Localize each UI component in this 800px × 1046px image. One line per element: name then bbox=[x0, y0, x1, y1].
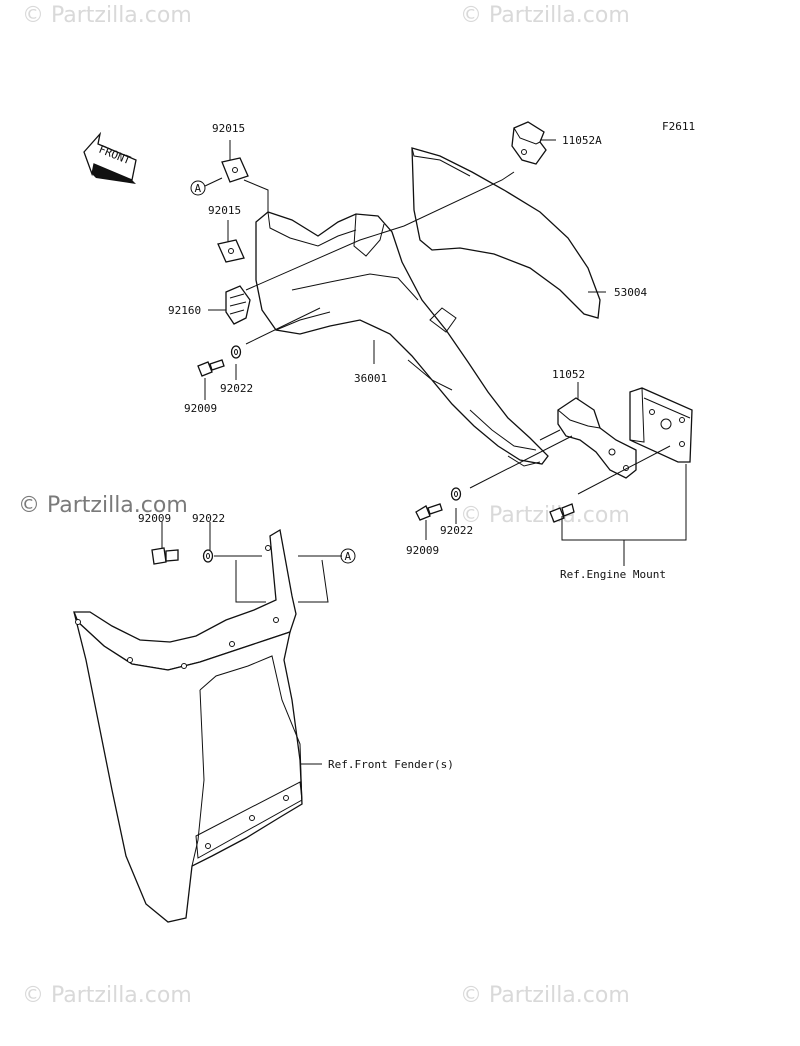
ref-marker-a-lower-label: A bbox=[345, 550, 352, 563]
part-labels: 92015 92015 92160 92022 92009 36001 1105… bbox=[138, 122, 666, 771]
bracket-11052 bbox=[557, 397, 637, 479]
label-92022-lower: 92022 bbox=[192, 512, 225, 525]
bolt-92009-left bbox=[197, 359, 225, 377]
mud-guard-53004 bbox=[411, 147, 601, 319]
ref-marker-a-upper-label: A bbox=[195, 182, 202, 195]
label-ref-engine-mount: Ref.Engine Mount bbox=[560, 568, 666, 581]
watermark-mid-left: © Partzilla.com bbox=[18, 493, 188, 518]
label-53004: 53004 bbox=[614, 286, 647, 299]
label-ref-front-fender: Ref.Front Fender(s) bbox=[328, 758, 454, 771]
clip-92015-bottom bbox=[217, 239, 245, 263]
watermark-top-right: © Partzilla.com bbox=[460, 3, 630, 28]
label-92022-left: 92022 bbox=[220, 382, 253, 395]
label-92009-lower: 92009 bbox=[138, 512, 171, 525]
bolt-engine-mount bbox=[549, 503, 575, 523]
label-92015-top: 92015 bbox=[212, 122, 245, 135]
leader-lines bbox=[161, 139, 687, 765]
label-92009-left: 92009 bbox=[184, 402, 217, 415]
label-92160: 92160 bbox=[168, 304, 201, 317]
bracket-11052a bbox=[511, 121, 547, 165]
label-11052a: 11052A bbox=[562, 134, 602, 147]
watermark-mid-right: © Partzilla.com bbox=[460, 503, 630, 528]
bolt-92009-mid bbox=[415, 503, 443, 521]
label-36001: 36001 bbox=[354, 372, 387, 385]
lower-front-cover bbox=[73, 528, 303, 923]
front-arrow-icon: FRONT bbox=[83, 131, 137, 184]
ref-marker-a-lower: A bbox=[340, 548, 356, 564]
watermark-top-left: © Partzilla.com bbox=[22, 3, 192, 28]
side-cover-36001 bbox=[255, 211, 549, 467]
watermark-bottom-left: © Partzilla.com bbox=[22, 983, 192, 1008]
label-92022-mid: 92022 bbox=[440, 524, 473, 537]
grommet-92160 bbox=[225, 285, 251, 325]
label-92015-bottom: 92015 bbox=[208, 204, 241, 217]
washer-92022-mid bbox=[450, 487, 462, 501]
bolt-92009-lower bbox=[151, 547, 179, 565]
washer-92022-lower bbox=[202, 549, 214, 563]
clip-92015-top bbox=[221, 157, 249, 183]
watermarks: © Partzilla.com © Partzilla.com © Partzi… bbox=[18, 3, 630, 1008]
label-92009-mid: 92009 bbox=[406, 544, 439, 557]
figure-code: F2611 bbox=[662, 120, 695, 133]
engine-mount-plate bbox=[629, 387, 693, 463]
label-11052: 11052 bbox=[552, 368, 585, 381]
ref-marker-a-upper: A bbox=[190, 177, 223, 196]
watermark-bottom-right: © Partzilla.com bbox=[460, 983, 630, 1008]
washer-92022-left bbox=[230, 345, 242, 359]
